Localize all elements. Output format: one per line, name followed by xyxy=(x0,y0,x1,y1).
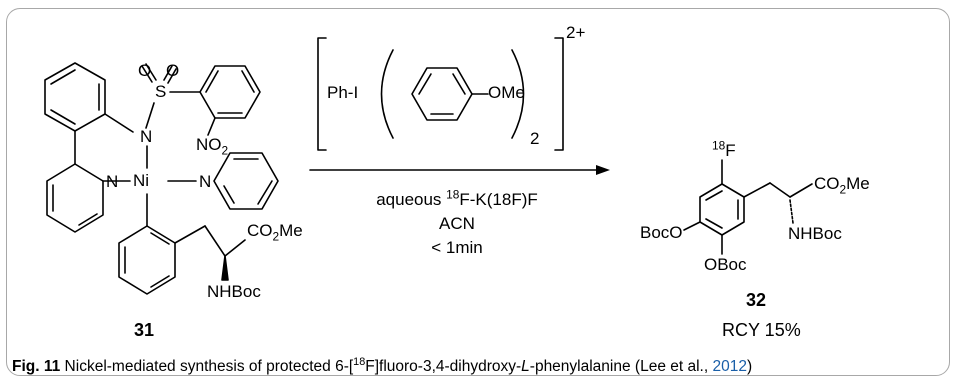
boco-group: BocO xyxy=(640,223,683,242)
nitrophenyl-ring xyxy=(199,65,261,119)
citation-link[interactable]: 2012 xyxy=(712,358,747,375)
nhboc-group: NHBoc xyxy=(788,224,842,243)
radiochemical-yield: RCY 15% xyxy=(722,320,801,340)
aryl-ring xyxy=(118,225,176,295)
reagent-subscript: 2 xyxy=(530,129,540,148)
pyridine-nitrogen: N xyxy=(199,172,212,191)
figure-frame xyxy=(6,8,950,376)
oboc-group: OBoc xyxy=(704,255,747,274)
fluorine-18-label: 18F xyxy=(712,138,736,160)
nhboc-group: NHBoc xyxy=(207,282,261,301)
figure-caption: Fig. 11 Nickel-mediated synthesis of pro… xyxy=(12,355,753,375)
anisole-ring xyxy=(411,67,473,121)
sulfur-atom: S xyxy=(155,82,167,101)
conditions-line-3: < 1min xyxy=(431,238,483,257)
compound-31-structure xyxy=(44,62,279,295)
methyl-ester: CO2Me xyxy=(247,221,303,244)
conditions-line-1: aqueous 18F-K(18F)F xyxy=(376,187,538,209)
phenyl-iodine-label: Ph-I xyxy=(327,83,359,102)
phenyl-ring-biaryl xyxy=(44,62,106,132)
sulfonyl-oxygen-1: O xyxy=(138,61,152,80)
figure-label: Fig. 11 xyxy=(12,358,61,375)
methoxy-label: OMe xyxy=(488,83,525,102)
nitro-group: NO2 xyxy=(196,135,229,158)
reagent-structure xyxy=(317,37,564,151)
conditions-line-2: ACN xyxy=(439,214,475,233)
pyridyl-nitrogen: N xyxy=(106,172,119,191)
amide-nitrogen: N xyxy=(140,127,153,146)
compound-32-structure xyxy=(683,159,813,255)
sulfonyl-oxygen-2: O xyxy=(166,61,180,80)
reagent-charge: 2+ xyxy=(566,23,586,42)
pyridine-ring xyxy=(213,152,279,210)
compound-31-number: 31 xyxy=(134,320,155,340)
reaction-arrow xyxy=(309,165,610,175)
pyridyl-ring xyxy=(46,163,104,233)
compound-32-number: 32 xyxy=(746,290,767,310)
nickel-atom: Ni xyxy=(133,171,150,190)
methyl-ester: CO2Me xyxy=(814,174,870,197)
